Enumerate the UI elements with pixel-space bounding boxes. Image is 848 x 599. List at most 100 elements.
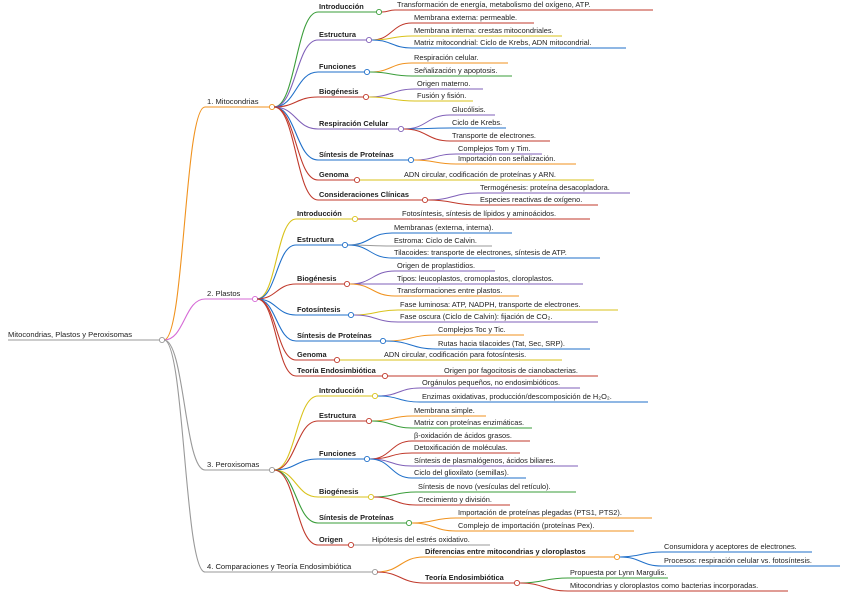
topic-toggle[interactable] [397,125,405,133]
leaf-connector [413,153,457,161]
leaf-connector [619,556,663,567]
leaf-node: Fotosíntesis, síntesis de lípidos y amin… [402,209,557,218]
leaf-node: Orgánulos pequeños, no endosimbióticos. [422,378,561,387]
topic-toggle[interactable] [351,215,359,223]
leaf-node: Importación con señalización. [458,154,556,163]
leaf-connector [371,39,413,49]
topic-node[interactable]: Estructura [297,235,334,244]
topic-toggle[interactable] [513,579,521,587]
topic-node[interactable]: Teoría Endosimbiótica [297,366,376,375]
topic-toggle[interactable] [363,455,371,463]
topic-node[interactable]: Fotosíntesis [297,305,341,314]
topic-node[interactable]: Respiración Celular [319,119,389,128]
topic-node[interactable]: Teoría Endosimbiótica [425,573,504,582]
topic-node[interactable]: Síntesis de Proteínas [297,331,372,340]
root-toggle[interactable] [158,336,166,344]
topic-toggle[interactable] [381,372,389,380]
topic-node[interactable]: Introducción [319,386,364,395]
topic-toggle[interactable] [347,311,355,319]
topic-toggle[interactable] [407,156,415,164]
topic-toggle[interactable] [347,541,355,549]
topic-node[interactable]: Síntesis de Proteínas [319,150,394,159]
leaf-node: Especies reactivas de oxígeno. [480,195,583,204]
topic-toggle[interactable] [405,519,413,527]
leaf-connector [519,582,569,592]
leaf-node: Membrana simple. [414,406,475,415]
topic-connector [273,395,319,471]
topic-node[interactable]: Diferencias entre mitocondrias y cloropl… [425,547,586,556]
section-toggle-3[interactable] [268,466,276,474]
topic-node[interactable]: Estructura [319,30,356,39]
section-toggle-2[interactable] [251,295,259,303]
topic-connector [256,298,297,361]
section-toggle-1[interactable] [268,103,276,111]
topic-node[interactable]: Biogénesis [319,87,359,96]
topic-toggle[interactable] [371,392,379,400]
topic-connector [273,458,319,471]
section-toggle-4[interactable] [371,568,379,576]
topic-node[interactable]: Biogénesis [297,274,337,283]
leaf-connector [385,334,437,342]
section-connector [163,298,206,341]
leaf-node: Respiración celular. [414,53,479,62]
topic-connector [273,96,319,108]
topic-node[interactable]: Introducción [319,2,364,11]
leaf-node: Fase luminosa: ATP, NADPH, transporte de… [400,300,581,309]
topic-toggle[interactable] [362,93,370,101]
leaf-node: Estroma: Ciclo de Calvin. [394,236,477,245]
leaf-node: Complejos Toc y Tic. [438,325,506,334]
topic-node[interactable]: Funciones [319,62,356,71]
leaf-connector [411,522,457,532]
leaf-connector [349,283,396,297]
topic-node[interactable]: Origen [319,535,343,544]
topic-node[interactable]: Genoma [319,170,349,179]
topic-toggle[interactable] [379,337,387,345]
topic-toggle[interactable] [613,553,621,561]
topic-toggle[interactable] [421,196,429,204]
leaf-node: ADN circular, codificación para fotosínt… [384,350,527,359]
topic-toggle[interactable] [375,8,383,16]
leaf-node: Matriz mitocondrial: Ciclo de Krebs, ADN… [414,38,592,47]
leaf-node: ADN circular, codificación de proteínas … [404,170,556,179]
topic-toggle[interactable] [353,176,361,184]
leaf-connector [369,62,413,73]
leaf-node: Ciclo de Krebs. [452,118,503,127]
topic-toggle[interactable] [365,36,373,44]
topic-node[interactable]: Funciones [319,449,356,458]
topic-node[interactable]: Introducción [297,209,342,218]
leaf-node: Hipótesis del estrés oxidativo. [372,535,470,544]
topic-toggle[interactable] [333,356,341,364]
leaf-node: Crecimiento y división. [418,495,492,504]
topic-toggle[interactable] [367,493,375,501]
topic-node[interactable]: Consideraciones Clínicas [319,190,409,199]
topic-node[interactable]: Estructura [319,411,356,420]
topic-toggle[interactable] [365,417,373,425]
leaf-node: Glucólisis. [452,105,486,114]
topic-toggle[interactable] [363,68,371,76]
leaf-node: Enzimas oxidativas, producción/descompos… [422,392,612,401]
leaf-connector [371,35,413,41]
topic-node[interactable]: Síntesis de Proteínas [319,513,394,522]
topic-connector [256,298,297,377]
root-node[interactable]: Mitocondrias, Plastos y Peroxisomas [8,330,133,339]
topic-connector [273,106,319,130]
topic-node[interactable]: Genoma [297,350,327,359]
topic-node[interactable]: Biogénesis [319,487,359,496]
section-node-2[interactable]: 2. Plastos [207,289,241,298]
section-connector [163,339,206,471]
leaf-connector [369,458,413,479]
leaf-node: Matriz con proteínas enzimáticas. [414,418,525,427]
leaf-node: Transformación de energía, metabolismo d… [397,0,591,9]
topic-connector [256,244,297,300]
section-connector [163,339,206,573]
section-node-1[interactable]: 1. Mitocondrias [207,97,259,106]
section-node-4[interactable]: 4. Comparaciones y Teoría Endosimbiótica [207,562,352,571]
leaf-node: Termogénesis: proteína desacopladora. [480,183,610,192]
section-node-3[interactable]: 3. Peroxisomas [207,460,260,469]
leaf-node: Rutas hacia tilacoides (Tat, Sec, SRP). [438,339,565,348]
leaf-node: Señalización y apoptosis. [414,66,498,75]
topic-toggle[interactable] [343,280,351,288]
topic-toggle[interactable] [341,241,349,249]
leaf-node: Propuesta por Lynn Margulis. [570,568,667,577]
